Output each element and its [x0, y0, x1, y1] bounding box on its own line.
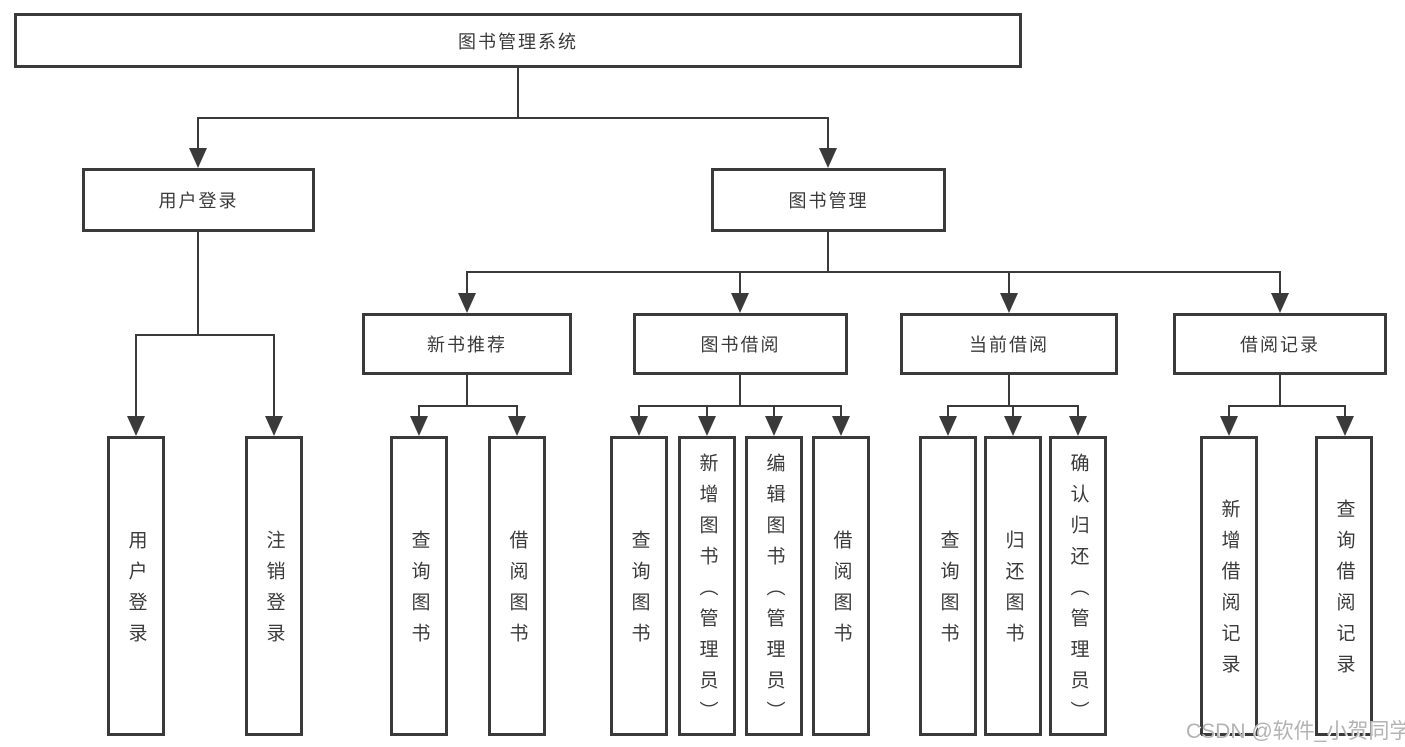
arrow-down-icon	[1271, 293, 1289, 313]
node-borrow-records-label: 借阅记录	[1240, 335, 1320, 355]
leaf-add-book: 新增图书（管理员）	[678, 436, 736, 736]
arrow-down-icon	[1004, 416, 1022, 436]
node-new-book-rec: 新书推荐	[362, 313, 572, 375]
arrow-down-icon	[1220, 416, 1238, 436]
arrow-down-icon	[189, 148, 207, 168]
connector-drop	[638, 405, 640, 418]
connector-drop	[273, 334, 275, 416]
connector-drop	[706, 405, 708, 418]
connector-drop	[1228, 405, 1230, 418]
arrow-down-icon	[832, 416, 850, 436]
connector-drop	[1012, 405, 1014, 418]
connector-drop	[466, 271, 468, 295]
node-borrow-records: 借阅记录	[1173, 313, 1387, 375]
leaf-logout-label: 注销登录	[263, 530, 285, 654]
connector-drop	[1077, 405, 1079, 418]
connector-user-login-stub	[197, 232, 199, 335]
connector-book-mgmt-rail	[466, 271, 1281, 273]
arrow-down-icon	[765, 416, 783, 436]
leaf-borrow-book-2: 借阅图书	[812, 436, 870, 736]
connector-new-book-rec-stub	[466, 375, 468, 406]
connector-drop	[1344, 405, 1346, 418]
connector-drop	[827, 117, 829, 150]
leaf-add-record-label: 新增借阅记录	[1218, 499, 1240, 685]
node-book-borrow: 图书借阅	[633, 313, 848, 375]
leaf-return-book: 归还图书	[984, 436, 1042, 736]
arrow-down-icon	[731, 293, 749, 313]
connector-drop	[1008, 271, 1010, 295]
leaf-confirm-return: 确认归还（管理员）	[1049, 436, 1107, 736]
arrow-down-icon	[410, 416, 428, 436]
arrow-down-icon	[698, 416, 716, 436]
connector-book-borrow-rail	[638, 405, 842, 407]
node-user-login-label: 用户登录	[158, 191, 239, 211]
arrow-down-icon	[1069, 416, 1087, 436]
connector-drop	[418, 405, 420, 418]
node-new-book-rec-label: 新书推荐	[427, 335, 507, 355]
leaf-edit-book: 编辑图书（管理员）	[745, 436, 803, 736]
arrow-down-icon	[127, 416, 145, 436]
connector-drop	[840, 405, 842, 418]
connector-root-stub	[517, 68, 519, 118]
leaf-borrow-book-1-label: 借阅图书	[506, 530, 528, 654]
node-root: 图书管理系统	[14, 13, 1022, 68]
leaf-user-login: 用户登录	[107, 436, 165, 736]
connector-drop	[135, 334, 137, 416]
connector-book-mgmt-stub	[827, 232, 829, 272]
connector-user-login-rail	[135, 334, 275, 336]
leaf-query-record: 查询借阅记录	[1315, 436, 1373, 736]
leaf-query-book-1: 查询图书	[390, 436, 448, 736]
node-book-borrow-label: 图书借阅	[700, 335, 781, 355]
node-root-label: 图书管理系统	[458, 31, 578, 52]
leaf-add-record: 新增借阅记录	[1200, 436, 1258, 736]
connector-new-book-rec-rail	[418, 405, 518, 407]
leaf-query-book-3-label: 查询图书	[937, 530, 959, 654]
connector-drop	[1279, 271, 1281, 295]
connector-drop	[773, 405, 775, 418]
node-user-login: 用户登录	[82, 168, 315, 232]
leaf-query-book-1-label: 查询图书	[408, 530, 430, 654]
leaf-borrow-book-1: 借阅图书	[488, 436, 546, 736]
leaf-query-record-label: 查询借阅记录	[1333, 499, 1355, 685]
connector-borrow-records-rail	[1228, 405, 1345, 407]
leaf-query-book-3: 查询图书	[919, 436, 977, 736]
arrow-down-icon	[508, 416, 526, 436]
leaf-logout: 注销登录	[245, 436, 303, 736]
leaf-borrow-book-2-label: 借阅图书	[830, 530, 852, 654]
connector-borrow-records-stub	[1279, 375, 1281, 406]
connector-current-borrow-stub	[1008, 375, 1010, 406]
leaf-return-book-label: 归还图书	[1002, 530, 1024, 654]
leaf-query-book-2-label: 查询图书	[628, 530, 650, 654]
arrow-down-icon	[630, 416, 648, 436]
connector-drop	[947, 405, 949, 418]
arrow-down-icon	[458, 293, 476, 313]
arrow-down-icon	[819, 148, 837, 168]
node-book-mgmt-label: 图书管理	[788, 191, 869, 211]
leaf-add-book-label: 新增图书（管理员）	[696, 452, 718, 732]
arrow-down-icon	[939, 416, 957, 436]
arrow-down-icon	[265, 416, 283, 436]
connector-book-borrow-stub	[739, 375, 741, 406]
watermark-text: CSDN @软件_小贺同学	[1186, 720, 1405, 743]
leaf-edit-book-label: 编辑图书（管理员）	[763, 452, 785, 732]
connector-drop	[197, 117, 199, 150]
node-book-mgmt: 图书管理	[711, 168, 946, 232]
leaf-user-login-label: 用户登录	[125, 530, 147, 654]
node-current-borrow: 当前借阅	[900, 313, 1118, 375]
connector-drop	[739, 271, 741, 295]
connector-root-rail	[197, 117, 829, 119]
leaf-confirm-return-label: 确认归还（管理员）	[1067, 452, 1089, 732]
arrow-down-icon	[1000, 293, 1018, 313]
node-current-borrow-label: 当前借阅	[969, 335, 1049, 355]
connector-drop	[516, 405, 518, 418]
leaf-query-book-2: 查询图书	[610, 436, 668, 736]
arrow-down-icon	[1336, 416, 1354, 436]
